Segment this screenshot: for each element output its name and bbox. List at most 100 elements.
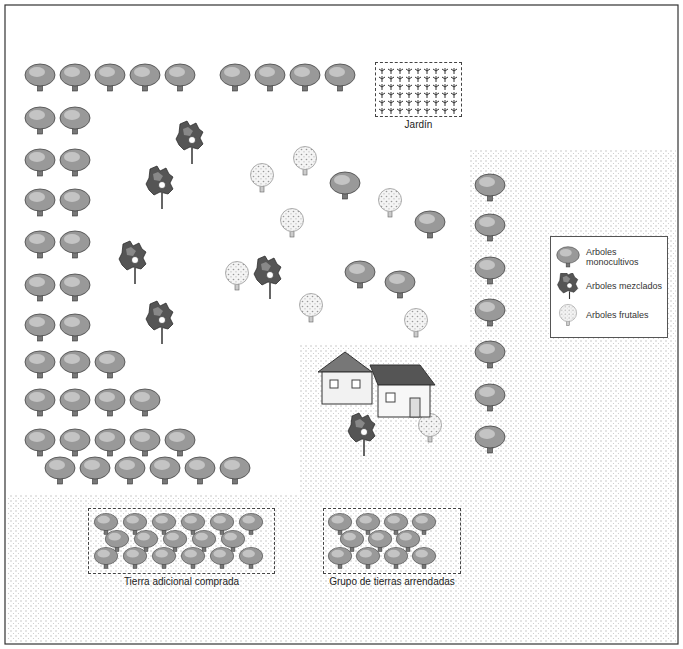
monoculture-tree: [60, 389, 90, 416]
fruit-tree: [379, 189, 402, 218]
monoculture-tree: [475, 214, 505, 241]
monoculture-tree: [25, 107, 55, 134]
land-plot: Grupo de tierras arrendadas: [323, 508, 461, 574]
fruit-tree: [294, 147, 317, 176]
plot-label: Jardín: [405, 119, 433, 130]
farm-house: [318, 352, 435, 417]
monoculture-tree: [25, 314, 55, 341]
monoculture-tree: [415, 211, 445, 238]
monoculture-tree: [290, 64, 320, 91]
fruit-tree: [226, 262, 249, 291]
monoculture-tree: [115, 457, 145, 484]
monoculture-tree: [130, 64, 160, 91]
garden-plants: [379, 68, 457, 114]
monoculture-tree: [25, 429, 55, 456]
monoculture-tree: [475, 341, 505, 368]
monoculture-tree: [181, 547, 204, 568]
monoculture-tree: [60, 429, 90, 456]
monoculture-tree: [328, 547, 351, 568]
monoculture-tree: [165, 429, 195, 456]
monoculture-tree: [95, 429, 125, 456]
monoculture-tree: [412, 547, 435, 568]
mixed-tree: [348, 413, 375, 456]
monoculture-tree: [130, 429, 160, 456]
mixed-tree: [146, 301, 173, 344]
frame: [5, 5, 678, 644]
monoculture-tree: [165, 64, 195, 91]
monoculture-tree: [255, 64, 285, 91]
monoculture-tree: [25, 231, 55, 258]
monoculture-tree: [220, 457, 250, 484]
monoculture-tree: [152, 547, 175, 568]
monoculture-tree: [60, 149, 90, 176]
monoculture-tree: [185, 457, 215, 484]
trees: [25, 64, 505, 568]
monoculture-tree: [25, 389, 55, 416]
mixed-tree: [558, 273, 578, 299]
monoculture-tree: [557, 247, 580, 267]
legend-symbol: [555, 273, 581, 299]
monoculture-tree: [25, 351, 55, 378]
fruit-tree: [405, 309, 428, 338]
monoculture-tree: [95, 64, 125, 91]
monoculture-tree: [220, 64, 250, 91]
monoculture-tree: [60, 107, 90, 134]
fruit-tree: [419, 414, 442, 443]
garden-plot: Jardín: [375, 62, 462, 117]
monoculture-tree: [475, 257, 505, 284]
monoculture-tree: [25, 149, 55, 176]
monoculture-tree: [25, 274, 55, 301]
mixed-tree: [146, 166, 173, 209]
monoculture-tree: [80, 457, 110, 484]
legend-text: Arboles mezclados: [586, 281, 662, 291]
monoculture-tree: [123, 547, 146, 568]
monoculture-tree: [45, 457, 75, 484]
legend: Arboles monocultivosArboles mezcladosArb…: [550, 236, 668, 338]
ground-texture: [7, 150, 676, 642]
legend-text: Arboles frutales: [586, 310, 649, 320]
legend-symbol: [555, 302, 581, 328]
monoculture-tree: [60, 189, 90, 216]
fruit-tree: [300, 294, 323, 323]
monoculture-tree: [25, 64, 55, 91]
fruit-tree: [281, 209, 304, 238]
plot-label: Tierra adicional comprada: [124, 576, 239, 587]
monoculture-tree: [60, 314, 90, 341]
monoculture-tree: [385, 271, 415, 298]
monoculture-tree: [475, 426, 505, 453]
monoculture-tree: [60, 351, 90, 378]
monoculture-tree: [475, 384, 505, 411]
monoculture-tree: [94, 547, 117, 568]
legend-entry: Arboles monocultivos: [555, 244, 663, 270]
monoculture-tree: [25, 189, 55, 216]
fruit-tree: [251, 164, 274, 193]
monoculture-tree: [325, 64, 355, 91]
monoculture-tree: [210, 547, 233, 568]
monoculture-tree: [95, 389, 125, 416]
mixed-tree: [254, 256, 281, 299]
monoculture-tree: [356, 547, 379, 568]
monoculture-tree: [60, 64, 90, 91]
monoculture-tree: [95, 351, 125, 378]
monoculture-tree: [239, 547, 262, 568]
monoculture-tree: [475, 174, 505, 201]
monoculture-tree: [60, 231, 90, 258]
monoculture-tree: [239, 513, 262, 534]
monoculture-tree: [384, 547, 407, 568]
legend-entry: Arboles frutales: [555, 302, 663, 328]
monoculture-tree: [345, 261, 375, 288]
monoculture-tree: [60, 274, 90, 301]
monoculture-tree: [130, 389, 160, 416]
monoculture-tree: [330, 172, 360, 199]
monoculture-tree: [475, 299, 505, 326]
monoculture-tree: [150, 457, 180, 484]
legend-entry: Arboles mezclados: [555, 273, 663, 299]
mixed-tree: [119, 241, 146, 284]
monoculture-tree: [412, 513, 435, 534]
legend-text: Arboles monocultivos: [586, 247, 663, 268]
mixed-tree: [176, 121, 203, 164]
legend-symbol: [555, 244, 581, 270]
land-plot: Tierra adicional comprada: [88, 508, 275, 574]
plot-label: Grupo de tierras arrendadas: [329, 576, 455, 587]
fruit-tree: [559, 304, 576, 325]
